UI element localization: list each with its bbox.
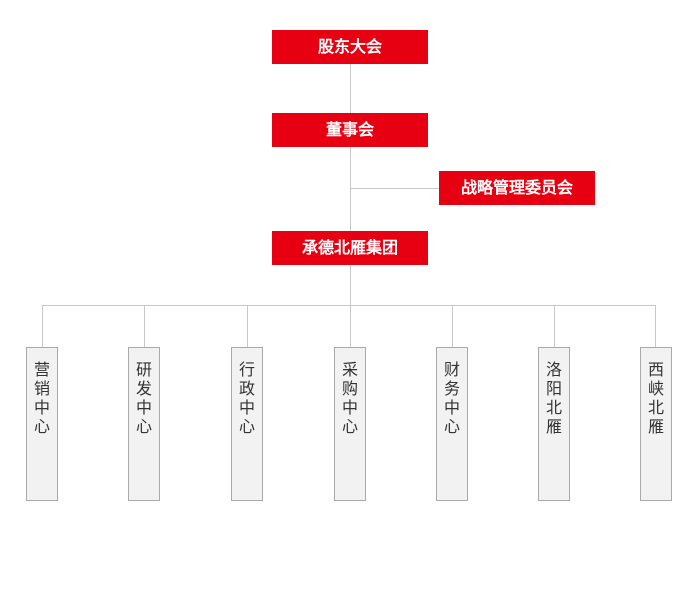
connector-horizontal-departments	[42, 305, 655, 306]
connector-dept-1	[42, 305, 43, 347]
connector-committee	[350, 188, 440, 189]
connector-dept-4	[350, 305, 351, 347]
department-luoyang-beiyan: 洛阳北雁	[538, 347, 570, 501]
department-label: 行政中心	[238, 360, 255, 436]
connector-dept-2	[144, 305, 145, 347]
connector-dept-5	[452, 305, 453, 347]
department-administration: 行政中心	[231, 347, 263, 501]
department-marketing: 营销中心	[26, 347, 58, 501]
strategy-committee-box: 战略管理委员会	[439, 171, 595, 205]
connector-dept-6	[554, 305, 555, 347]
department-label: 采购中心	[341, 360, 358, 436]
department-finance: 财务中心	[436, 347, 468, 501]
department-procurement: 采购中心	[334, 347, 366, 501]
department-rnd: 研发中心	[128, 347, 160, 501]
connector-dept-3	[247, 305, 248, 347]
department-label: 财务中心	[443, 360, 460, 436]
department-label: 营销中心	[33, 360, 50, 436]
connector-vertical-main	[350, 64, 351, 306]
shareholders-meeting-box: 股东大会	[272, 30, 428, 64]
department-label: 洛阳北雁	[545, 360, 562, 436]
board-of-directors-box: 董事会	[272, 113, 428, 147]
group-company-box: 承德北雁集团	[272, 231, 428, 265]
department-label: 研发中心	[135, 360, 152, 436]
department-label: 西峡北雁	[647, 360, 664, 436]
department-xixia-beiyan: 西峡北雁	[640, 347, 672, 501]
connector-dept-7	[655, 305, 656, 347]
